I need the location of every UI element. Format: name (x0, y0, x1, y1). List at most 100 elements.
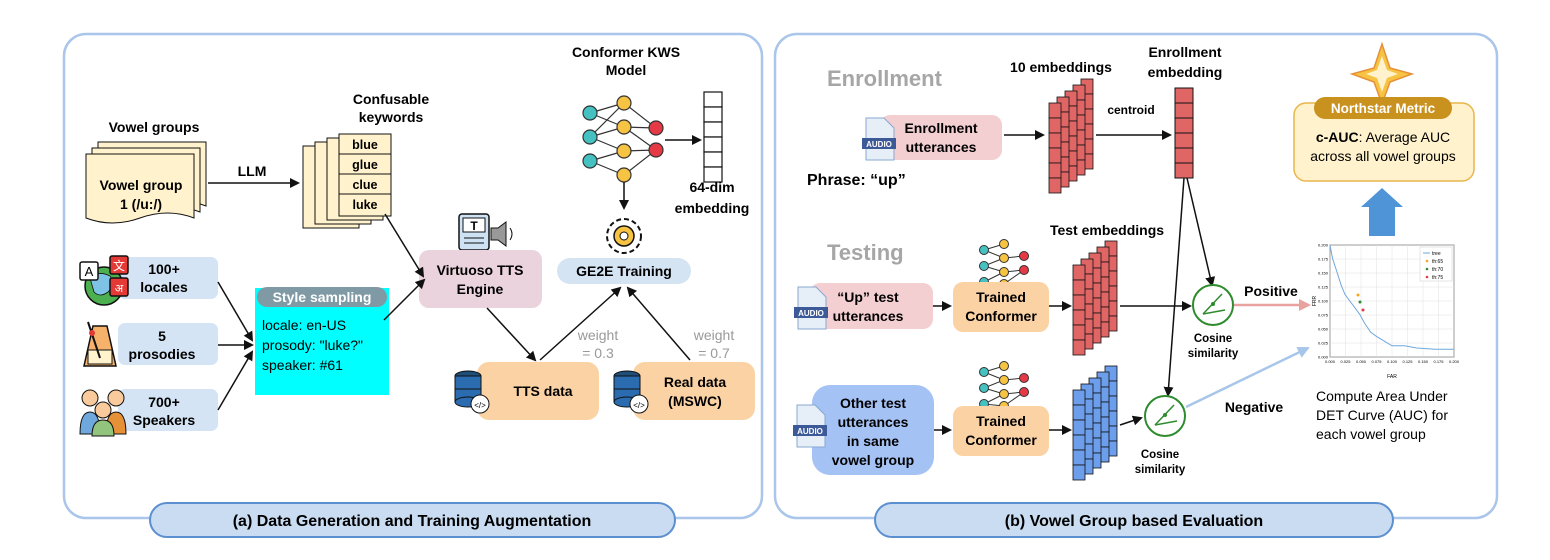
vowel-group-card-line1: Vowel group (100, 177, 183, 193)
cosine-similarity-icon (1144, 395, 1186, 437)
det-xlabel: FAR (1387, 374, 1397, 380)
speakers-line2: Speakers (133, 412, 195, 428)
database-cloud-icon: </> (454, 370, 490, 414)
northstar-text-line2: across all vowel groups (1310, 148, 1456, 164)
gear-training-icon (606, 218, 642, 254)
other-test-line2: utterances (838, 414, 909, 430)
style-to-tts-arrow (383, 278, 426, 321)
northstar-title-pill (1314, 97, 1452, 119)
tts-engine-line2: Engine (457, 281, 504, 297)
conformer-kws-line1: Conformer KWS (572, 44, 680, 60)
trained-conformer-2-line2: Conformer (965, 432, 1037, 448)
trained-conformer-box-1 (953, 282, 1049, 332)
tts-engine-line1: Virtuoso TTS (437, 262, 524, 278)
keyword-blue: blue (352, 138, 378, 152)
enrollment-embedding-line2: embedding (1148, 64, 1223, 80)
panel-b-caption: (b) Vowel Group based Evaluation (1005, 513, 1263, 530)
other-test-line3: in same (847, 433, 899, 449)
phrase-label: Phrase: “up” (807, 172, 906, 189)
enrollment-embedding-vector (1174, 87, 1194, 179)
neg-embeddings-to-cosine-arrow (1119, 415, 1143, 426)
prosodies-line1: 5 (158, 328, 166, 344)
ge2e-label: GE2E Training (576, 263, 672, 279)
document-stack-icon (85, 141, 207, 224)
tts-data-to-ge2e-arrow (539, 286, 622, 361)
tts-engine-to-data-arrow (486, 307, 537, 362)
panel-a-caption-box (149, 502, 676, 538)
svg-text:文: 文 (113, 258, 125, 273)
embedding-stack-enroll (1048, 78, 1094, 194)
svg-text:th:75: th:75 (1432, 275, 1443, 281)
star-icon (1349, 41, 1415, 107)
audio-file-icon: AUDIO (793, 404, 827, 448)
locales-line2: locales (140, 279, 188, 295)
negative-arrow (1185, 346, 1310, 409)
up-test-line2: utterances (833, 308, 904, 324)
trained-conformer-2-line1: Trained (976, 413, 1026, 429)
real-data-box (633, 362, 755, 420)
conformer-kws-line2: Model (606, 62, 646, 78)
det-ytick-label: 0.075 (1318, 313, 1329, 318)
people-group-icon (79, 389, 127, 437)
real-data-line1: Real data (664, 374, 726, 390)
negative-label: Negative (1225, 399, 1284, 415)
database-cloud-icon: </> (613, 370, 649, 414)
style-sampling-title-pill (257, 287, 387, 307)
keywords-to-tts-arrow (384, 213, 425, 278)
embedding-label-line1: 64-dim (689, 179, 734, 195)
panel-b-caption-box (874, 502, 1394, 538)
confusable-title-line2: keywords (359, 109, 424, 125)
det-ytick-label: 0.025 (1318, 341, 1329, 346)
det-xtick-label: 0.150 (1418, 359, 1429, 364)
ten-embeddings-label: 10 embeddings (1010, 59, 1112, 75)
det-ytick-label: 0.150 (1318, 271, 1329, 276)
svg-text:T: T (470, 219, 478, 233)
det-ytick-label: 0.000 (1318, 355, 1329, 360)
svg-text:AUDIO: AUDIO (797, 427, 823, 436)
centroid-label: centroid (1107, 103, 1154, 117)
other-test-line1: Other test (840, 395, 906, 411)
embedding-vector (703, 91, 723, 183)
locales-line1: 100+ (148, 261, 180, 277)
metronome-icon (83, 321, 117, 367)
neural-network-icon (979, 361, 1029, 411)
det-curve-chart: 0.200 0.175 0.150 0.125 0.100 0.075 0.050 0.025… (1312, 243, 1460, 381)
det-xtick-label: 0.125 (1402, 359, 1413, 364)
cosine-negative-line2: similarity (1135, 464, 1186, 476)
ge2e-box (557, 258, 691, 284)
enrollment-embedding-line1: Enrollment (1148, 44, 1221, 60)
up-arrow (1361, 188, 1403, 236)
confusable-title-line1: Confusable (353, 91, 429, 107)
speakers-to-style-arrow (217, 350, 254, 411)
weight-real-line2: = 0.7 (698, 345, 730, 361)
up-test-line1: “Up” test (837, 289, 899, 305)
compute-text-line3: each vowel group (1316, 426, 1426, 442)
det-ytick-label: 0.050 (1318, 327, 1329, 332)
style-locale: locale: en-US (262, 317, 346, 333)
det-xtick-label: 0.175 (1433, 359, 1444, 364)
tts-engine-icon: T (458, 213, 513, 251)
det-xtick-label: 0.025 (1340, 359, 1351, 364)
audio-file-icon: AUDIO (862, 117, 896, 161)
vowel-group-card-line2: 1 (/u:/) (120, 196, 162, 212)
enroll-to-positive-cosine (1186, 177, 1216, 287)
trained-conformer-1-line2: Conformer (965, 308, 1037, 324)
cosine-positive-line1: Cosine (1194, 333, 1232, 345)
enrollment-heading: Enrollment (827, 66, 943, 91)
locales-to-style-arrow (217, 281, 254, 342)
det-ytick-label: 0.175 (1318, 257, 1329, 262)
cosine-similarity-icon (1192, 284, 1234, 326)
det-xtick-label: 0.200 (1449, 359, 1460, 364)
prosodies-box (118, 323, 218, 365)
det-point-th75 (1361, 308, 1365, 312)
weight-tts-line1: weight (577, 327, 619, 343)
svg-text:</>: </> (474, 401, 486, 410)
det-xtick-label: 0.100 (1387, 359, 1398, 364)
compute-text-line1: Compute Area Under (1316, 388, 1448, 404)
real-data-line2: (MSWC) (668, 393, 722, 409)
neural-network-icon (979, 239, 1029, 289)
style-prosody: prosody: "luke?" (262, 337, 363, 353)
enrollment-utt-line2: utterances (906, 139, 977, 155)
keyword-clue: clue (352, 178, 377, 192)
det-ylabel: FRR (1312, 295, 1318, 306)
